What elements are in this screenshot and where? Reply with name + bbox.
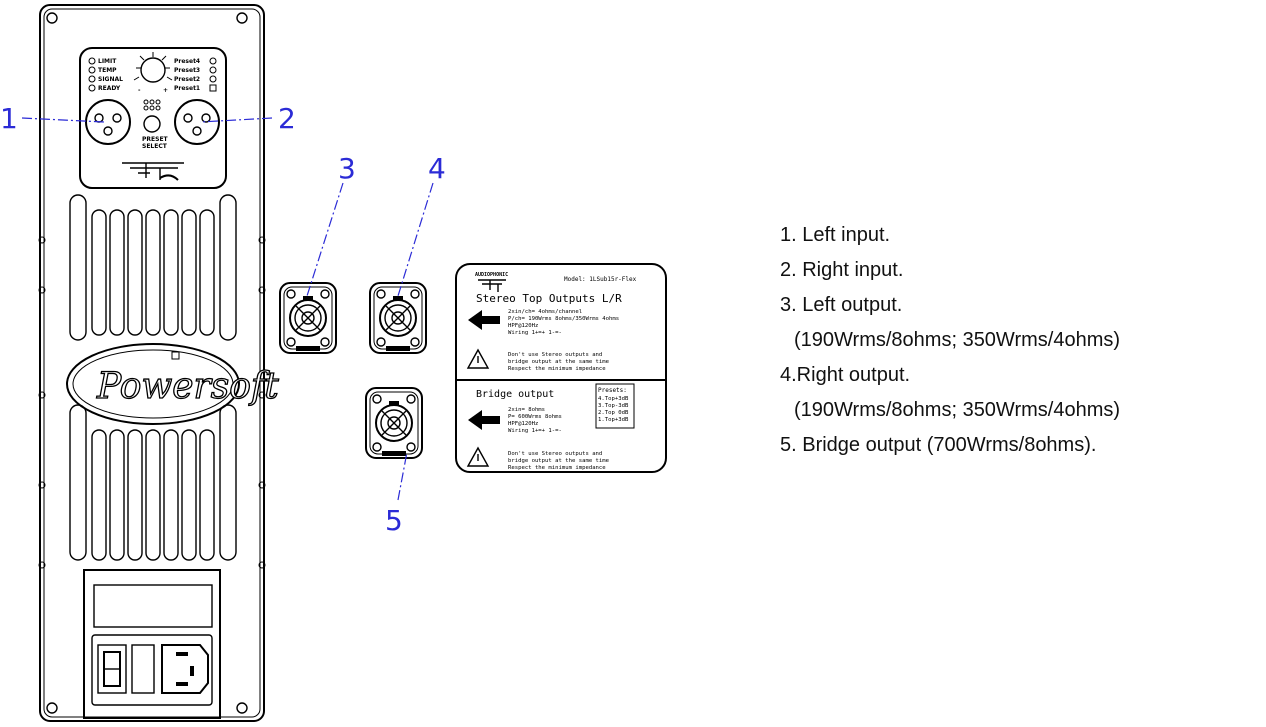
preset-select-label-2: SELECT: [142, 143, 168, 150]
knob-max-mark: +: [163, 87, 168, 94]
legend-item-right-output-detail: (190Wrms/8ohms; 350Wrms/4ohms): [794, 399, 1121, 421]
label-preset-1: 1.Top+3dB: [598, 417, 629, 423]
lower-vent-slots: [69, 404, 237, 561]
status-leds: LIMIT TEMP SIGNAL READY: [88, 57, 123, 92]
label-top-title: Stereo Top Outputs L/R: [476, 292, 622, 305]
legend-item-bridge-output: 5. Bridge output (700Wrms/8ohms).: [780, 434, 1097, 456]
brand-badge: Powersoft: [66, 343, 280, 425]
callout-number-4: 4: [428, 152, 446, 185]
brand-logo-text: Powersoft: [96, 366, 279, 407]
power-section: [83, 569, 221, 719]
label-preset-3: 3.Top-3dB: [598, 403, 629, 409]
label-warning-top-3: Respect the minimum impedance: [508, 366, 606, 372]
label-bridge-spec-3: HPF@120Hz: [508, 421, 538, 427]
amplifier-plate: LIMIT TEMP SIGNAL READY - + Preset4 Pres…: [38, 4, 280, 722]
label-model: Model: 1LSub15r-Flex: [564, 276, 637, 283]
legend-item-left-output: 3. Left output.: [780, 294, 903, 316]
legend-list: 1. Left input. 2. Right input. 3. Left o…: [780, 218, 1120, 463]
gain-knob: - +: [133, 52, 173, 94]
arrow-left-icon: [468, 310, 500, 330]
speakon-right-output: [369, 282, 427, 354]
led-label-temp: TEMP: [98, 67, 117, 74]
preset-label-2: Preset2: [174, 76, 200, 83]
warning-icon: [466, 348, 490, 369]
label-top-spec-3: HPF@120Hz: [508, 323, 538, 329]
label-warning-bottom-1: Don't use Stereo outputs and: [508, 451, 602, 457]
callout-number-5: 5: [385, 504, 403, 537]
speakon-left-output: [279, 282, 337, 354]
preset-label-1: Preset1: [174, 85, 200, 92]
label-bridge-spec-4: Wiring 1+=+ 1-=-: [508, 428, 562, 434]
label-warning-top-2: bridge output at the same time: [508, 359, 610, 365]
callout-number-2: 2: [278, 102, 296, 135]
label-warning-bottom-2: bridge output at the same time: [508, 458, 610, 464]
legend-item-left-input: 1. Left input.: [780, 224, 891, 246]
arrow-left-icon: [468, 410, 500, 430]
left-input-xlr: [85, 99, 131, 145]
led-label-limit: LIMIT: [98, 58, 117, 65]
label-preset-4: 4.Top+3dB: [598, 396, 629, 402]
right-input-xlr: [174, 99, 220, 145]
control-panel: [79, 47, 227, 189]
legend-item-right-output: 4.Right output.: [780, 364, 911, 386]
label-warning-top-1: Don't use Stereo outputs and: [508, 352, 602, 358]
callout-number-3: 3: [338, 152, 356, 185]
panel-logo: [122, 162, 184, 181]
label-warning-bottom-3: Respect the minimum impedance: [508, 465, 606, 471]
preset-select-label-1: PRESET: [142, 136, 169, 143]
upper-vent-slots: [69, 194, 237, 341]
preset-label-4: Preset4: [174, 58, 200, 65]
speakon-bridge-output: [365, 387, 423, 459]
callout-lines: [21, 117, 434, 501]
legend-item-left-output-detail: (190Wrms/8ohms; 350Wrms/4ohms): [794, 329, 1121, 351]
preset-select-button: PRESET SELECT: [142, 99, 169, 150]
warning-icon: [466, 446, 490, 467]
knob-min-mark: -: [138, 87, 141, 94]
led-label-signal: SIGNAL: [98, 76, 123, 83]
preset-leds: Preset4 Preset3 Preset2 Preset1: [174, 57, 217, 92]
label-bridge-title: Bridge output: [476, 389, 554, 400]
label-top-spec-4: Wiring 1+=+ 1-=-: [508, 330, 562, 336]
corner-screw-holes: [38, 12, 266, 714]
preset-label-3: Preset3: [174, 67, 200, 74]
label-bridge-spec-1: 2xin= 8ohms: [508, 407, 545, 413]
output-label-plate: AUDIOPHONIC Model: 1LSub15r-Flex Stereo …: [455, 263, 667, 473]
label-header-small: AUDIOPHONIC: [475, 272, 508, 278]
label-top-spec-2: P/ch= 190Wrms 8ohms/350Wrms 4ohms: [508, 316, 619, 322]
callout-number-1: 1: [0, 102, 18, 135]
label-presets-title: Presets:: [598, 387, 627, 394]
label-preset-2: 2.Top 0dB: [598, 410, 629, 416]
label-top-spec-1: 2xin/ch= 4ohms/channel: [508, 309, 582, 315]
legend-item-right-input: 2. Right input.: [780, 259, 904, 281]
led-label-ready: READY: [98, 85, 121, 92]
label-bridge-spec-2: P= 600Wrms 8ohms: [508, 414, 562, 420]
